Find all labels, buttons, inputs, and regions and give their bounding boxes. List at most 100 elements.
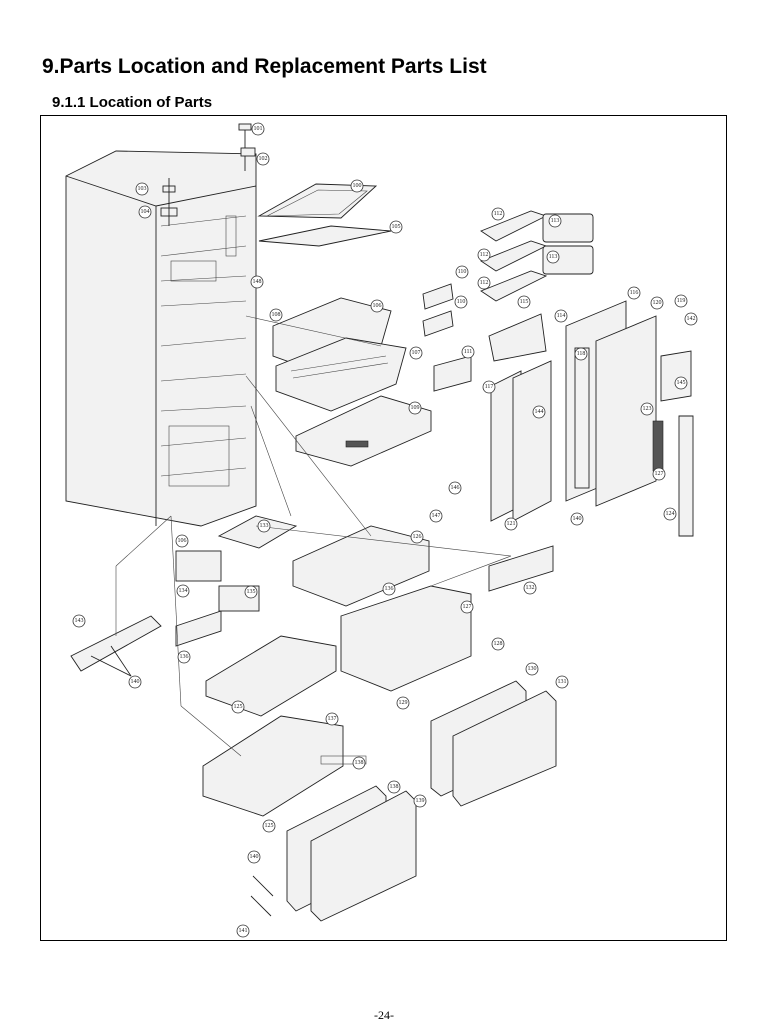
callout-147: 147 [429, 509, 443, 523]
callout-127: 127 [652, 467, 666, 481]
callout-145: 145 [674, 376, 688, 390]
leader-lines [115, 315, 512, 757]
callout-110: 110 [455, 265, 469, 279]
exploded-diagram-frame: 101 102 103 104 100 105 112 113 112 113 … [40, 115, 727, 941]
callout-127: 127 [460, 600, 474, 614]
svg-text:138: 138 [390, 784, 399, 790]
callout-140: 140 [570, 512, 584, 526]
callout-116: 116 [627, 286, 641, 300]
svg-text:103: 103 [138, 186, 147, 192]
callout-107: 107 [409, 346, 423, 360]
svg-text:132: 132 [526, 585, 535, 591]
middle-drawers [175, 515, 554, 717]
svg-text:115: 115 [520, 299, 529, 305]
svg-text:138: 138 [355, 760, 364, 766]
svg-text:109: 109 [411, 405, 420, 411]
cabinet-body [65, 150, 257, 527]
svg-text:131: 131 [558, 679, 567, 685]
callout-128: 128 [491, 637, 505, 651]
svg-text:123: 123 [643, 406, 652, 412]
svg-text:113: 113 [549, 254, 558, 260]
callout-138: 138 [387, 780, 401, 794]
callout-142: 142 [684, 312, 698, 326]
svg-text:119: 119 [677, 298, 686, 304]
callout-125: 125 [262, 819, 276, 833]
svg-text:112: 112 [494, 211, 503, 217]
svg-text:117: 117 [485, 384, 494, 390]
callout-118: 118 [574, 347, 588, 361]
callout-114: 114 [554, 309, 568, 323]
svg-text:143: 143 [75, 618, 84, 624]
callout-141: 141 [236, 924, 250, 938]
svg-text:110: 110 [458, 269, 467, 275]
svg-text:111: 111 [464, 349, 473, 355]
svg-text:125: 125 [265, 823, 274, 829]
refrigerator-doors [490, 300, 694, 537]
glass-shelves [257, 183, 392, 247]
callout-133: 133 [257, 519, 271, 533]
section-subtitle: 9.1.1 Location of Parts [52, 94, 213, 111]
callout-134: 134 [176, 584, 190, 598]
callout-109: 109 [408, 401, 422, 415]
callout-129: 129 [396, 696, 410, 710]
svg-text:145: 145 [677, 380, 686, 386]
svg-text:126: 126 [413, 534, 422, 540]
svg-text:142: 142 [687, 316, 696, 322]
svg-text:112: 112 [480, 280, 489, 286]
exploded-diagram: 101 102 103 104 100 105 112 113 112 113 … [65, 122, 698, 938]
callout-132: 132 [523, 581, 537, 595]
callout-113: 113 [548, 214, 562, 228]
callout-135: 135 [244, 585, 258, 599]
callout-112: 112 [477, 248, 491, 262]
callout-101: 101 [251, 122, 265, 136]
svg-text:147: 147 [432, 513, 441, 519]
callout-106: 106 [370, 299, 384, 313]
svg-text:120: 120 [653, 300, 662, 306]
svg-text:101: 101 [254, 126, 263, 132]
callout-100: 100 [350, 179, 364, 193]
callout-115: 115 [517, 295, 531, 309]
svg-text:102: 102 [259, 156, 268, 162]
svg-text:135: 135 [247, 589, 256, 595]
callouts: 101 102 103 104 100 105 112 113 112 113 … [72, 122, 698, 938]
callout-111: 111 [461, 345, 475, 359]
svg-text:110: 110 [457, 299, 466, 305]
callout-138: 138 [352, 756, 366, 770]
callout-131: 131 [555, 675, 569, 689]
callout-108: 108 [269, 308, 283, 322]
svg-text:130: 130 [528, 666, 537, 672]
svg-text:116: 116 [630, 290, 639, 296]
upper-drawer-set [272, 297, 432, 467]
svg-text:129: 129 [399, 700, 408, 706]
callout-123: 123 [640, 402, 654, 416]
svg-text:114: 114 [557, 313, 566, 319]
callout-103: 103 [135, 182, 149, 196]
door-bins [422, 210, 594, 392]
lower-drawers [202, 680, 557, 922]
callout-120: 120 [650, 296, 664, 310]
callout-121: 121 [504, 517, 518, 531]
svg-text:141: 141 [239, 928, 248, 934]
svg-text:106: 106 [178, 538, 187, 544]
callout-136: 136 [177, 650, 191, 664]
callout-112: 112 [491, 207, 505, 221]
svg-text:140: 140 [573, 516, 582, 522]
svg-text:140: 140 [250, 854, 259, 860]
callout-144: 144 [532, 405, 546, 419]
svg-text:133: 133 [260, 523, 269, 529]
callout-112: 112 [477, 276, 491, 290]
svg-text:100: 100 [353, 183, 362, 189]
svg-text:140: 140 [131, 679, 140, 685]
svg-text:107: 107 [412, 350, 421, 356]
svg-text:146: 146 [451, 485, 460, 491]
callout-140: 140 [128, 675, 142, 689]
callout-139: 139 [413, 794, 427, 808]
callout-125: 125 [231, 700, 245, 714]
callout-137: 137 [325, 712, 339, 726]
svg-text:113: 113 [551, 218, 560, 224]
page-number: -24- [374, 1008, 394, 1022]
callout-119: 119 [674, 294, 688, 308]
callout-105: 105 [389, 220, 403, 234]
callout-110: 110 [454, 295, 468, 309]
callout-126: 126 [410, 530, 424, 544]
